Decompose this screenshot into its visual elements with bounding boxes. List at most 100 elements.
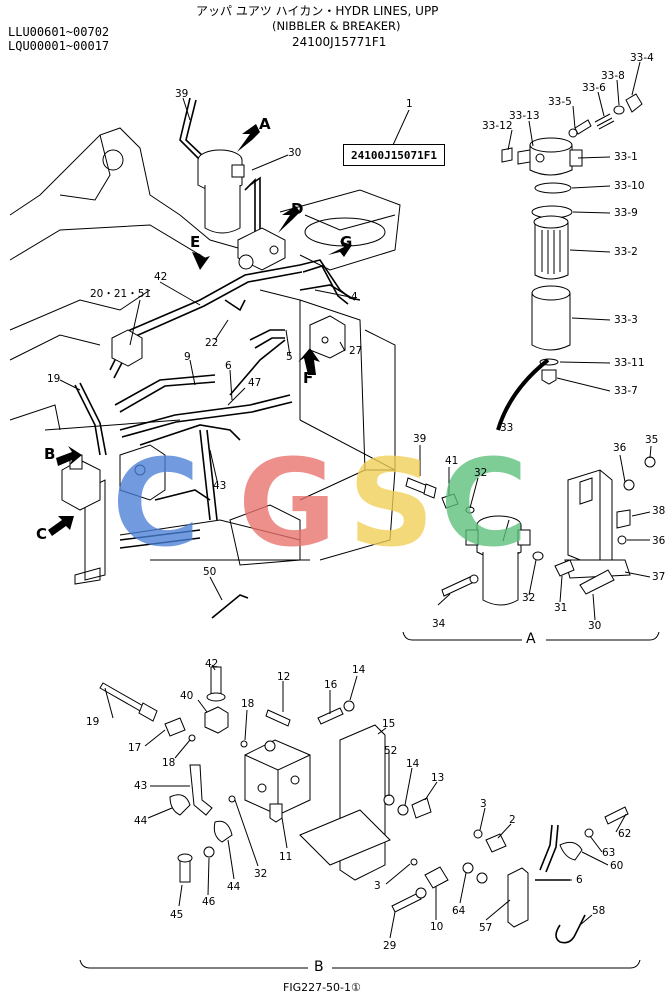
- figure-number: FIG227-50-1①: [283, 981, 361, 994]
- label-50: 50: [203, 566, 217, 578]
- label-27: 27: [349, 345, 363, 357]
- label-b-13: 13: [431, 772, 445, 784]
- label-b-19: 19: [86, 716, 100, 728]
- label-22: 22: [205, 337, 219, 349]
- view-label-b: B: [314, 959, 324, 975]
- label-42: 42: [154, 271, 168, 283]
- label-39: 39: [175, 88, 189, 100]
- arrow-label-c: C: [36, 525, 48, 543]
- label-30: 30: [288, 147, 302, 159]
- label-33-5: 33-5: [548, 96, 572, 108]
- detail-b-assembly: [99, 664, 629, 944]
- label-b-46: 46: [202, 896, 216, 908]
- label-b-52: 52: [384, 745, 398, 757]
- arrow-label-d: D: [291, 200, 304, 218]
- watermark-letter-4: C: [440, 435, 528, 574]
- label-b-32: 32: [254, 868, 268, 880]
- watermark-letter-3: S: [348, 435, 434, 574]
- label-b-42: 42: [205, 658, 219, 670]
- label-47: 47: [248, 377, 262, 389]
- title-line-2: (NIBBLER & BREAKER): [272, 19, 401, 33]
- label-19: 19: [47, 373, 61, 385]
- detail-a-underline: [402, 631, 660, 641]
- label-33-8: 33-8: [601, 70, 625, 82]
- arrow-label-e: E: [190, 233, 201, 251]
- label-a-36: 36: [613, 442, 627, 454]
- label-b-60: 60: [610, 860, 624, 872]
- machine-body-outline: [9, 127, 401, 566]
- hex-wrench-50: [211, 594, 249, 619]
- label-b-10: 10: [430, 921, 444, 933]
- label-33-4: 33-4: [630, 52, 654, 64]
- label-33-11: 33-11: [614, 357, 645, 369]
- label-b-63: 63: [602, 847, 616, 859]
- leader-lines-main: [59, 97, 410, 601]
- label-33-10: 33-10: [614, 180, 645, 192]
- label-b-3b: 3: [374, 880, 381, 892]
- label-4: 4: [351, 291, 358, 303]
- label-a-35: 35: [645, 434, 659, 446]
- view-arrows: [48, 124, 352, 536]
- label-33-7: 33-7: [614, 385, 638, 397]
- label-33-13: 33-13: [509, 110, 540, 122]
- label-6: 6: [225, 360, 232, 372]
- label-b-45: 45: [170, 909, 184, 921]
- label-a-37: 37: [652, 571, 666, 583]
- detail-a-assembly: [405, 445, 656, 621]
- label-33: 33: [500, 422, 514, 434]
- label-33-3: 33-3: [614, 314, 638, 326]
- label-a-30: 30: [588, 620, 602, 632]
- label-a-32: 32: [474, 467, 488, 479]
- label-33-9: 33-9: [614, 207, 638, 219]
- label-a-32b: 32: [522, 592, 536, 604]
- label-a-31: 31: [554, 602, 568, 614]
- filter-assembly-main: [197, 149, 245, 234]
- label-b-11: 11: [279, 851, 293, 863]
- label-9: 9: [184, 351, 191, 363]
- valve-block-main: [237, 227, 286, 271]
- label-a-41: 41: [445, 455, 459, 467]
- arrow-label-g: G: [340, 233, 353, 251]
- title-line-1: アッパ ユアツ ハイカン・HYDR LINES, UPP: [196, 4, 439, 18]
- label-b-14b: 14: [406, 758, 420, 770]
- filter-33-exploded: [496, 61, 643, 431]
- detail-b-underline: [79, 959, 641, 969]
- arrow-label-b: B: [44, 445, 56, 463]
- label-b-18b: 18: [162, 757, 176, 769]
- serial-range-2: LQU00001~00017: [8, 39, 110, 53]
- watermark-letter-2: G: [238, 435, 337, 574]
- label-a-36b: 36: [652, 535, 666, 547]
- label-b-14: 14: [352, 664, 366, 676]
- label-1: 1: [406, 98, 413, 110]
- label-a-39: 39: [413, 433, 427, 445]
- label-b-64: 64: [452, 905, 466, 917]
- label-b-6: 6: [576, 874, 583, 886]
- label-a-38: 38: [652, 505, 666, 517]
- label-b-12: 12: [277, 671, 291, 683]
- watermark-letter-1: C: [112, 435, 200, 574]
- label-a-34: 34: [432, 618, 446, 630]
- valve-block-left: [61, 329, 166, 511]
- serial-range-1: LLU00601~00702: [8, 25, 110, 39]
- label-33-2: 33-2: [614, 246, 638, 258]
- label-b-16: 16: [324, 679, 338, 691]
- label-b-43: 43: [134, 780, 148, 792]
- label-b-3: 3: [480, 798, 487, 810]
- label-b-18: 18: [241, 698, 255, 710]
- label-33-6: 33-6: [582, 82, 606, 94]
- label-5: 5: [286, 351, 293, 363]
- label-33-1: 33-1: [614, 151, 638, 163]
- label-b-44b: 44: [227, 881, 241, 893]
- title-line-3: 24100J15771F1: [292, 35, 387, 49]
- label-b-15: 15: [382, 718, 396, 730]
- label-b-2: 2: [509, 814, 516, 826]
- label-43: 43: [213, 480, 227, 492]
- label-b-29: 29: [383, 940, 397, 952]
- label-33-12: 33-12: [482, 120, 513, 132]
- label-20-21-51: 20・21・51: [90, 288, 152, 300]
- part-number-box: 24100J15071F1: [343, 144, 445, 166]
- arrow-label-f: F: [303, 369, 314, 387]
